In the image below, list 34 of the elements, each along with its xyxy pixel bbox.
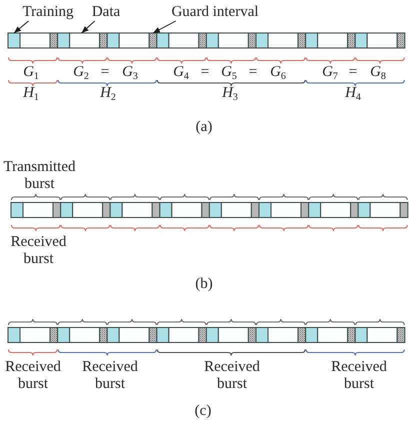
symbol-label: G$_{5}$	[221, 64, 237, 80]
guard-interval-segment	[148, 32, 158, 48]
equals-sign: =	[200, 64, 210, 80]
equals-sign: =	[100, 64, 110, 80]
equals-sign: =	[348, 64, 358, 80]
training-segment	[8, 32, 20, 48]
symbol-label: G$_{3}$	[122, 64, 138, 80]
equals-sign: =	[248, 64, 258, 80]
symbol-label: G$_{6}$	[270, 64, 286, 80]
symbol-label: G$_{8}$	[370, 64, 386, 80]
symbol-label: G$_{1}$	[23, 64, 39, 80]
callout-label: Data	[92, 4, 120, 21]
burst-label: Received burst	[82, 358, 138, 392]
panel-label: (a)	[196, 119, 212, 136]
data-segment	[69, 32, 100, 48]
burst-label: Received burst	[204, 358, 260, 392]
symbol-label: G$_{4}$	[173, 64, 189, 80]
callout-label: Guard interval	[171, 4, 259, 21]
leader-arrow	[152, 20, 176, 34]
burst-label: Received burst	[10, 234, 66, 268]
callout-label: Training	[22, 4, 74, 21]
leader-arrow	[81, 20, 96, 34]
symbol-label: G$_{7}$	[322, 64, 338, 80]
symbol-label: G$_{2}$	[73, 64, 89, 80]
symbol-label: H$_{3}$	[222, 85, 238, 102]
burst-label: Transmitted burst	[4, 159, 76, 193]
burst-label: Received burst	[5, 358, 61, 392]
symbol-label: H$_{1}$	[23, 85, 39, 102]
leader-arrow	[14, 20, 30, 34]
burst-label: Received burst	[331, 358, 387, 392]
panel-label: (b)	[195, 276, 213, 293]
symbol-label: H$_{4}$	[345, 85, 361, 102]
panel-label: (c)	[194, 403, 212, 420]
symbol-label: H$_{2}$	[100, 85, 116, 102]
